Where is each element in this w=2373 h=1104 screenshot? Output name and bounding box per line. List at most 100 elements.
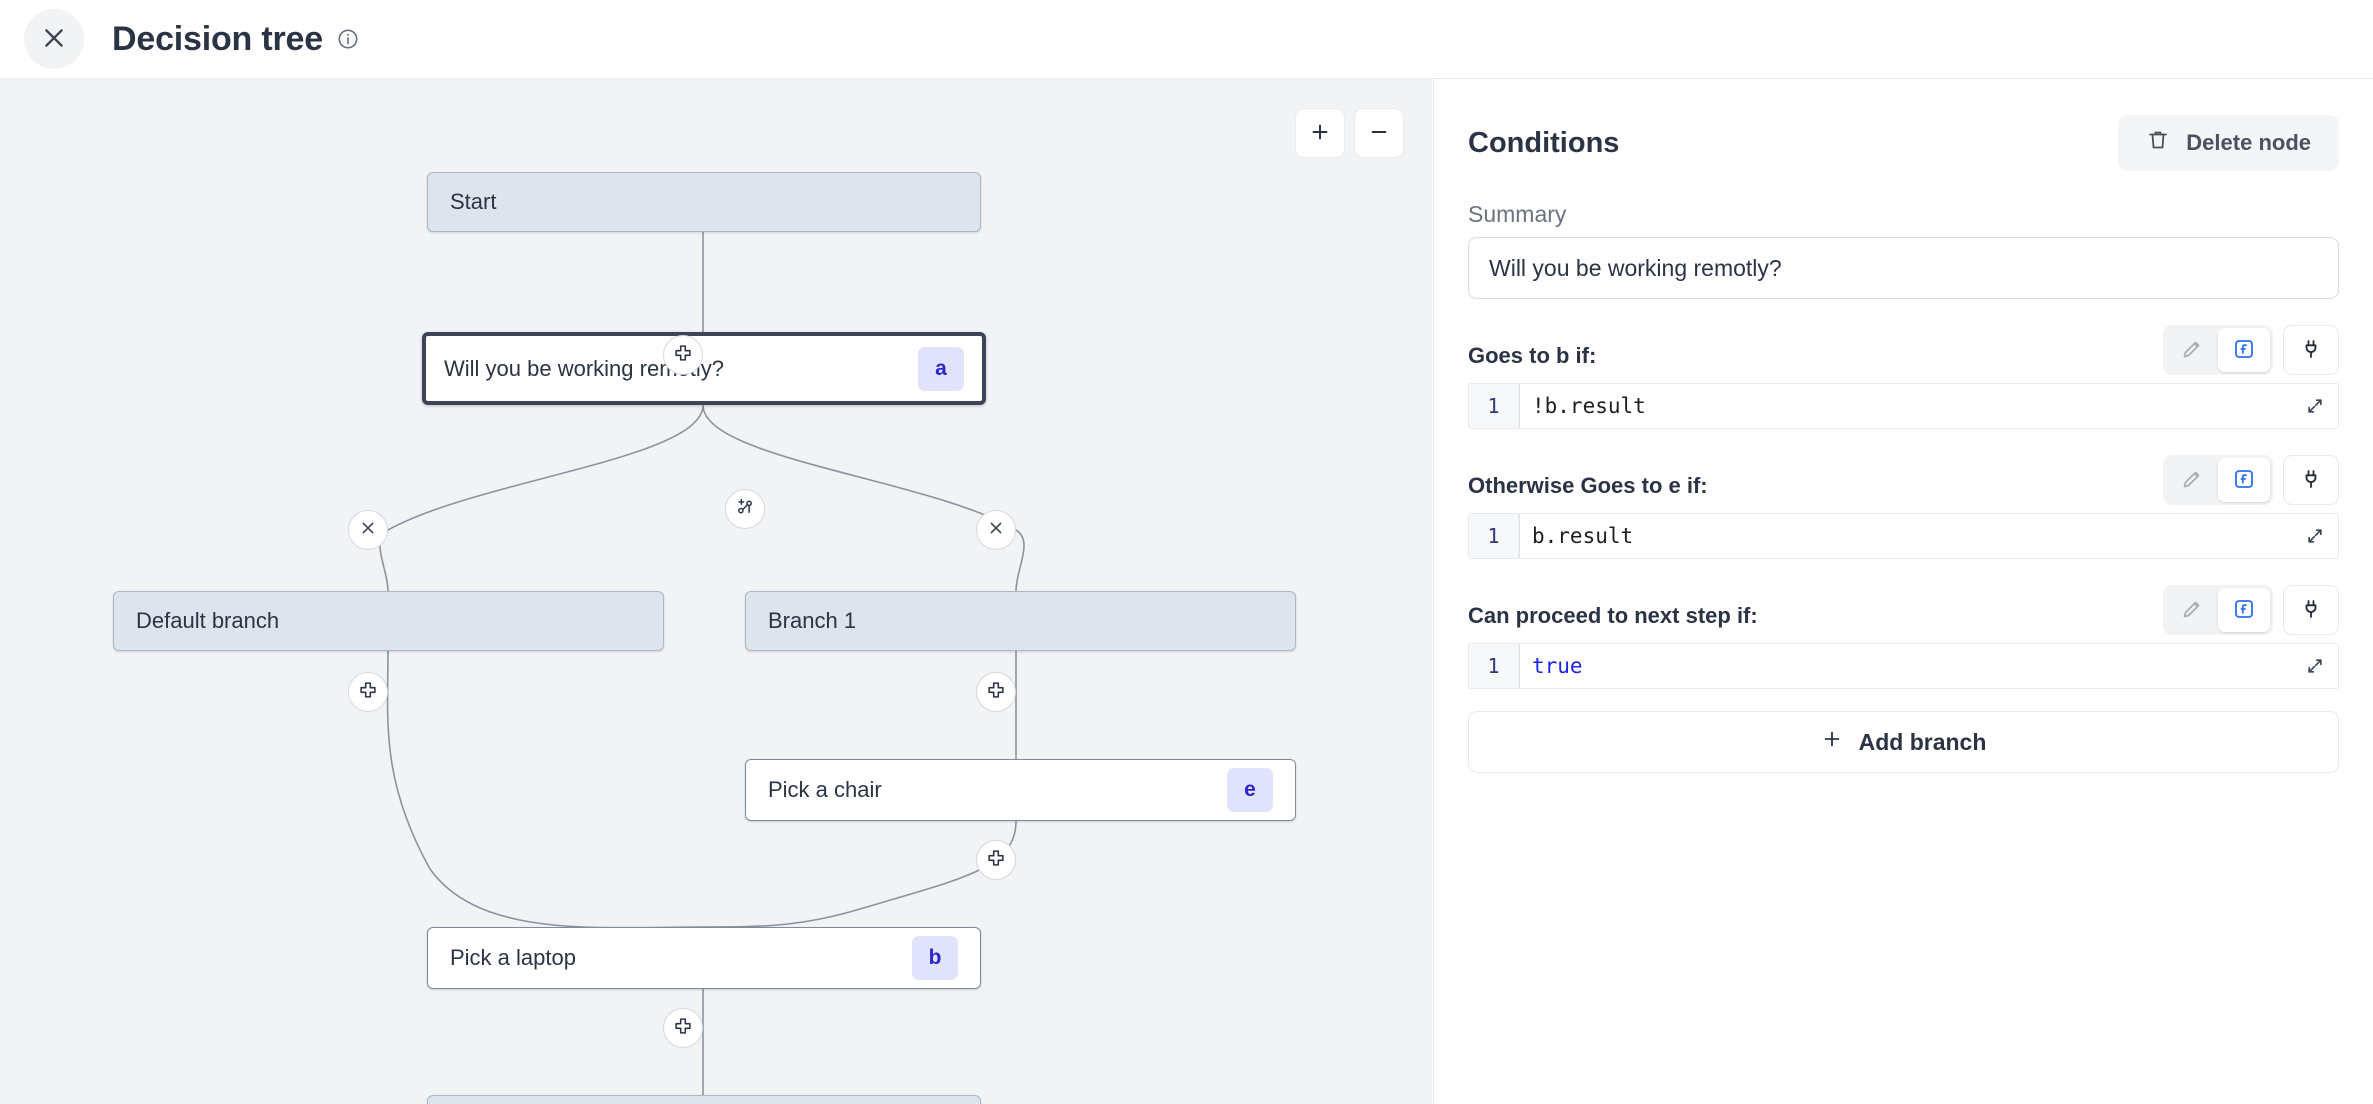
flow-node-e[interactable]: Pick a chair e bbox=[745, 759, 1296, 821]
code-line-number: 1 bbox=[1469, 644, 1519, 688]
condition-tools bbox=[2163, 325, 2339, 375]
flow-node-label: Default branch bbox=[136, 608, 280, 633]
add-branch-label: Add branch bbox=[1858, 728, 1987, 755]
code-content[interactable]: b.result bbox=[1519, 514, 2338, 558]
expression-mode-button[interactable] bbox=[2218, 458, 2270, 502]
flow-node-chip: b bbox=[912, 936, 958, 980]
expression-mode-button[interactable] bbox=[2218, 328, 2270, 372]
condition-block: Goes to b if: 1!b.result bbox=[1468, 325, 2339, 429]
function-icon bbox=[2232, 337, 2256, 364]
plug-icon bbox=[2299, 337, 2323, 364]
flow-node-dflt[interactable]: Default branch bbox=[113, 591, 664, 651]
connect-button[interactable] bbox=[2283, 455, 2339, 505]
flow-node-label: Start bbox=[450, 189, 497, 214]
plus-node-handle[interactable] bbox=[663, 1008, 703, 1048]
plus-node-handle[interactable] bbox=[976, 840, 1016, 880]
panel-header: Conditions Delete node bbox=[1468, 115, 2339, 171]
conditions-panel: Conditions Delete node Summary Goes to b… bbox=[1433, 79, 2373, 1104]
pencil-icon bbox=[2180, 467, 2204, 494]
expand-icon bbox=[2305, 396, 2325, 419]
flow-node-chip: e bbox=[1227, 768, 1273, 812]
trash-icon bbox=[2146, 128, 2170, 158]
expand-icon bbox=[2305, 656, 2325, 679]
condition-header: Goes to b if: bbox=[1468, 325, 2339, 375]
editor-mode-group bbox=[2163, 455, 2273, 505]
plus-node-icon bbox=[357, 679, 379, 706]
plug-icon bbox=[2299, 467, 2323, 494]
close-button[interactable] bbox=[24, 9, 84, 69]
add-branch-handle[interactable] bbox=[725, 489, 765, 529]
zoom-out-button[interactable] bbox=[1354, 108, 1404, 158]
flow-node-label: Pick a laptop bbox=[450, 945, 576, 970]
code-line-number: 1 bbox=[1469, 384, 1519, 428]
flow-node-a[interactable]: Will you be working remotly?a bbox=[422, 332, 986, 405]
function-icon bbox=[2232, 597, 2256, 624]
expression-mode-button[interactable] bbox=[2218, 588, 2270, 632]
plus-node-handle[interactable] bbox=[663, 335, 703, 375]
remove-branch-handle[interactable] bbox=[348, 510, 388, 550]
zoom-in-button[interactable] bbox=[1295, 108, 1345, 158]
code-content[interactable]: true bbox=[1519, 644, 2338, 688]
editor-mode-group bbox=[2163, 585, 2273, 635]
flow-node-b[interactable]: Pick a laptop b bbox=[427, 927, 981, 989]
code-line-number: 1 bbox=[1469, 514, 1519, 558]
plus-node-icon bbox=[672, 342, 694, 369]
condition-tools bbox=[2163, 585, 2339, 635]
edit-mode-button[interactable] bbox=[2166, 588, 2218, 632]
code-editor[interactable]: 1!b.result bbox=[1468, 383, 2339, 429]
editor-mode-group bbox=[2163, 325, 2273, 375]
flow-node-end[interactable]: End bbox=[427, 1095, 981, 1104]
plus-icon bbox=[1821, 728, 1843, 756]
condition-label: Can proceed to next step if: bbox=[1468, 603, 1758, 628]
flow-node-chip: a bbox=[918, 346, 964, 391]
flow-node-start[interactable]: Start bbox=[427, 172, 981, 232]
expand-editor-button[interactable] bbox=[2296, 648, 2334, 686]
remove-branch-icon bbox=[357, 517, 379, 544]
connect-button[interactable] bbox=[2283, 325, 2339, 375]
remove-branch-icon bbox=[985, 517, 1007, 544]
condition-header: Otherwise Goes to e if: bbox=[1468, 455, 2339, 505]
expand-icon bbox=[2305, 526, 2325, 549]
connect-button[interactable] bbox=[2283, 585, 2339, 635]
pencil-icon bbox=[2180, 597, 2204, 624]
expand-editor-button[interactable] bbox=[2296, 518, 2334, 556]
flow-edges bbox=[379, 232, 1025, 1095]
summary-label: Summary bbox=[1468, 201, 1567, 227]
page-title: Decision tree bbox=[112, 19, 323, 58]
zoom-controls bbox=[1295, 108, 1404, 158]
code-content[interactable]: !b.result bbox=[1519, 384, 2338, 428]
delete-node-label: Delete node bbox=[2186, 130, 2311, 155]
condition-label: Otherwise Goes to e if: bbox=[1468, 473, 1708, 498]
plus-node-handle[interactable] bbox=[348, 672, 388, 712]
add-branch-icon bbox=[734, 496, 756, 523]
panel-title: Conditions bbox=[1468, 126, 1620, 159]
edit-mode-button[interactable] bbox=[2166, 458, 2218, 502]
app-header: Decision tree bbox=[0, 0, 2373, 79]
flow-node-label: Pick a chair bbox=[768, 777, 882, 802]
condition-header: Can proceed to next step if: bbox=[1468, 585, 2339, 635]
plus-node-icon bbox=[985, 847, 1007, 874]
plus-node-icon bbox=[672, 1015, 694, 1042]
plus-node-icon bbox=[985, 679, 1007, 706]
close-icon bbox=[41, 25, 67, 54]
edit-mode-button[interactable] bbox=[2166, 328, 2218, 372]
plug-icon bbox=[2299, 597, 2323, 624]
flow-node-br1[interactable]: Branch 1 bbox=[745, 591, 1296, 651]
delete-node-button[interactable]: Delete node bbox=[2118, 115, 2339, 171]
add-branch-button[interactable]: Add branch bbox=[1468, 711, 2339, 773]
pencil-icon bbox=[2180, 337, 2204, 364]
expand-editor-button[interactable] bbox=[2296, 388, 2334, 426]
summary-input[interactable] bbox=[1468, 237, 2339, 299]
remove-branch-handle[interactable] bbox=[976, 510, 1016, 550]
plus-node-handle[interactable] bbox=[976, 672, 1016, 712]
plus-icon bbox=[1309, 121, 1331, 146]
info-icon[interactable] bbox=[337, 28, 359, 50]
condition-label: Goes to b if: bbox=[1468, 343, 1597, 368]
condition-tools bbox=[2163, 455, 2339, 505]
